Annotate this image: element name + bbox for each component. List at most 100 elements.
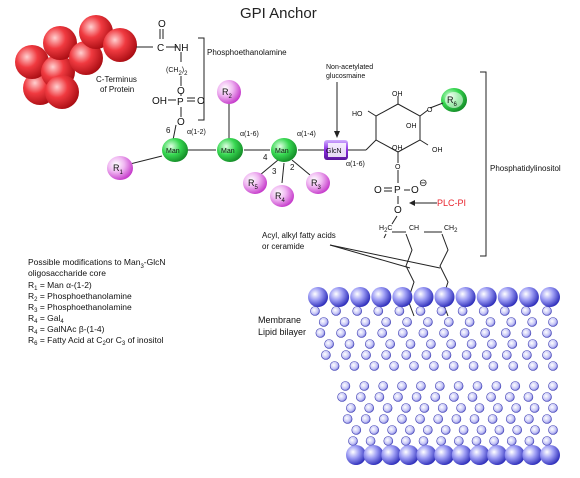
lipid-tail-bead bbox=[440, 425, 451, 435]
modifications-heading: Possible modifications to Man3-GlcN bbox=[28, 257, 166, 270]
svg-text:Man: Man bbox=[275, 148, 289, 155]
modification-r4-galnac: R4 = GalNAc β-(1-4) bbox=[28, 324, 105, 336]
lipid-tail-bead bbox=[448, 361, 459, 371]
lipid-tail-bead bbox=[527, 317, 538, 327]
lipid-tail-bead bbox=[548, 425, 558, 435]
lipid-tail-bead bbox=[507, 339, 518, 349]
lipid-tail-bead bbox=[489, 436, 499, 446]
modification-r3: R3 = Phosphoethanolamine bbox=[28, 302, 132, 314]
r5-node: R5 bbox=[243, 172, 267, 194]
lipid-tail-bead bbox=[453, 436, 464, 446]
carbonyl-oxygen: O bbox=[158, 19, 166, 30]
c-terminus-label: C-Terminus bbox=[96, 75, 137, 84]
lipid-tail-bead bbox=[393, 392, 403, 402]
lipid-tail-bead bbox=[394, 306, 405, 316]
glycerol-chain bbox=[383, 215, 442, 239]
linker-double-oxygen: O bbox=[197, 96, 205, 107]
svg-text:R5: R5 bbox=[248, 178, 259, 191]
lipid-tail-bead bbox=[381, 317, 392, 327]
lipid-tail-bead bbox=[341, 350, 351, 360]
lipid-tail-bead bbox=[405, 339, 416, 349]
r1-node: R1 bbox=[107, 156, 133, 180]
glucosamine-label: glucosmaine bbox=[326, 73, 365, 80]
lipid-tail-bead bbox=[383, 436, 394, 446]
modification-r1: R1 = Man α-(1-2) bbox=[28, 280, 92, 292]
lipid-tail-bead bbox=[443, 317, 454, 327]
lipid-tail-bead bbox=[548, 361, 558, 371]
lipid-tail-bead bbox=[494, 425, 505, 435]
lipid-head-bottom bbox=[451, 445, 472, 465]
chain-h2c: H2C bbox=[379, 225, 392, 234]
phosphoethanolamine-label: Phosphoethanolamine bbox=[207, 48, 287, 57]
lipid-tail-bead bbox=[510, 381, 521, 391]
lipid-tail-bead bbox=[419, 403, 430, 413]
man-3-node: Man bbox=[271, 138, 297, 162]
lipid-head-top bbox=[518, 287, 539, 307]
lipid-tail-bead bbox=[418, 436, 429, 446]
lipid-bilayer-label: Lipid bilayer bbox=[258, 327, 306, 337]
svg-text:P: P bbox=[394, 185, 401, 196]
lipid-head-top bbox=[392, 287, 413, 307]
chain-ch2: CH2 bbox=[444, 225, 458, 234]
r2-node: R2 bbox=[217, 80, 241, 104]
lipid-tail-bead bbox=[340, 381, 351, 391]
inositol-oh-right: OH bbox=[432, 147, 443, 154]
man-2-node: Man bbox=[217, 138, 243, 162]
lipid-tail-bead bbox=[436, 436, 447, 446]
lipid-tail-bead bbox=[422, 425, 433, 435]
lipid-head-top bbox=[371, 287, 392, 307]
lipid-tail-bead bbox=[348, 436, 358, 446]
lipid-tail-bead bbox=[478, 306, 489, 316]
lipid-tail-bead bbox=[500, 328, 511, 338]
lipid-head-bottom bbox=[487, 445, 508, 465]
lipid-tail-bead bbox=[461, 350, 472, 360]
svg-text:O: O bbox=[394, 205, 402, 216]
lipid-tail-bead bbox=[377, 328, 388, 338]
lipid-tail-bead bbox=[382, 403, 393, 413]
r6-node: R6 bbox=[441, 88, 467, 112]
inositol-oh-inner: OH bbox=[406, 123, 417, 130]
inositol-oh-lower: OH bbox=[392, 145, 403, 152]
lipid-tail-bead bbox=[548, 403, 558, 413]
r4-node: R4 bbox=[270, 185, 294, 207]
lipid-tail-bead bbox=[469, 414, 480, 424]
lipid-tail-bead bbox=[524, 436, 535, 446]
lipid-tail-bead bbox=[352, 306, 363, 316]
lipid-head-top bbox=[308, 287, 328, 307]
lipid-tail-bead bbox=[436, 306, 447, 316]
lipid-tail-bead bbox=[453, 381, 464, 391]
lipid-tail-bead bbox=[355, 392, 366, 402]
lipid-tail-bead bbox=[457, 306, 468, 316]
lipid-tail-bead bbox=[339, 317, 350, 327]
lipid-tail-bead bbox=[459, 328, 470, 338]
lipid-tail-bead bbox=[441, 350, 452, 360]
carbonyl-carbon: C bbox=[157, 43, 164, 54]
lipid-tail-bead bbox=[342, 414, 353, 424]
lipid-tail-bead bbox=[529, 403, 540, 413]
lipid-tail-bead bbox=[373, 306, 384, 316]
linkage-a14: α(1-4) bbox=[297, 131, 316, 138]
lipid-tail-bead bbox=[488, 361, 499, 371]
lipid-head-bottom bbox=[363, 445, 384, 465]
svg-text:O: O bbox=[411, 185, 419, 196]
lipid-tail-bead bbox=[360, 317, 371, 327]
inositol-oh-top: OH bbox=[392, 91, 403, 98]
linker-phosphorus: P bbox=[177, 97, 184, 108]
lipid-tail-bead bbox=[397, 414, 407, 424]
lipid-tail-bead bbox=[421, 350, 432, 360]
lipid-tail-bead bbox=[310, 306, 320, 316]
lipid-head-bottom bbox=[416, 445, 437, 465]
membrane-label: Membrane bbox=[258, 315, 301, 325]
lipid-tail-bead bbox=[389, 361, 399, 371]
lipid-tail-bead bbox=[374, 392, 385, 402]
lipid-tail-bead bbox=[542, 350, 552, 360]
lipid-tail-bead bbox=[378, 381, 389, 391]
lipid-tail-bead bbox=[433, 414, 444, 424]
man-1-node: Man bbox=[162, 138, 188, 162]
lipid-tail-bead bbox=[411, 392, 422, 402]
lipid-tail-bead bbox=[430, 392, 441, 402]
lipid-tail-bead bbox=[415, 414, 425, 424]
lipid-tail-bead bbox=[344, 339, 355, 349]
lipid-head-bottom bbox=[398, 445, 419, 465]
lipid-tail-bead bbox=[487, 414, 498, 424]
